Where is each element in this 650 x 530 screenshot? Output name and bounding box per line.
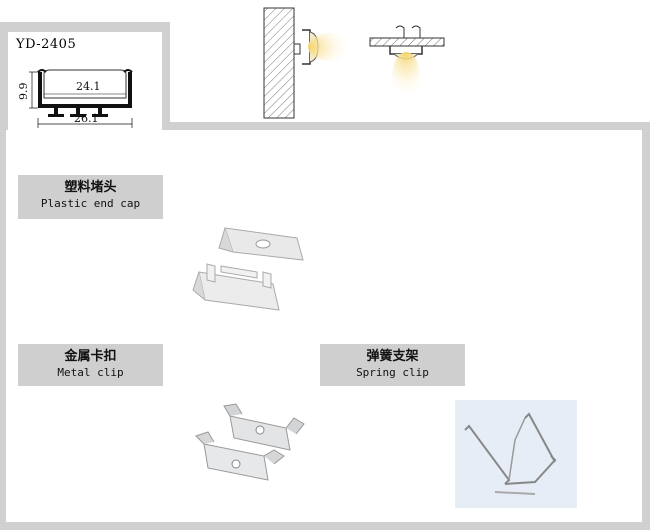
end-cap-image: [192, 227, 304, 311]
spring-clip-label-zh: 弹簧支架: [366, 349, 419, 364]
content-frame-right: [642, 122, 650, 530]
model-code: YD-2405: [16, 37, 77, 52]
metal-clip-image: [195, 403, 305, 481]
end-cap-label-box: 塑料堵头 Plastic end cap: [18, 175, 163, 219]
end-cap-label-en: Plastic end cap: [40, 197, 141, 210]
content-frame-top: [0, 122, 650, 130]
profile-drawing: 9.9 24.1 26.1: [17, 69, 133, 128]
spring-clip-image-bg: [455, 400, 577, 508]
metal-clip-label-zh: 金属卡扣: [64, 349, 117, 364]
metal-clip-label-en: Metal clip: [57, 366, 124, 379]
dim-inner-width-label: 24.1: [76, 80, 101, 93]
end-cap-label-zh: 塑料堵头: [64, 180, 117, 195]
spring-clip-label-en: Spring clip: [356, 366, 429, 379]
spring-clip-image: [464, 412, 557, 495]
dim-outer-width-label: 26.1: [74, 112, 99, 125]
spring-clip-label-box: 弹簧支架 Spring clip: [320, 344, 465, 386]
dim-height-label: 9.9: [17, 83, 30, 101]
content-frame-left: [0, 122, 6, 530]
content-frame-bottom: [0, 522, 650, 530]
model-panel: YD-2405 9.9 24.1 26.1: [8, 32, 162, 140]
metal-clip-label-box: 金属卡扣 Metal clip: [18, 344, 163, 386]
installation-diagrams: [263, 7, 445, 119]
